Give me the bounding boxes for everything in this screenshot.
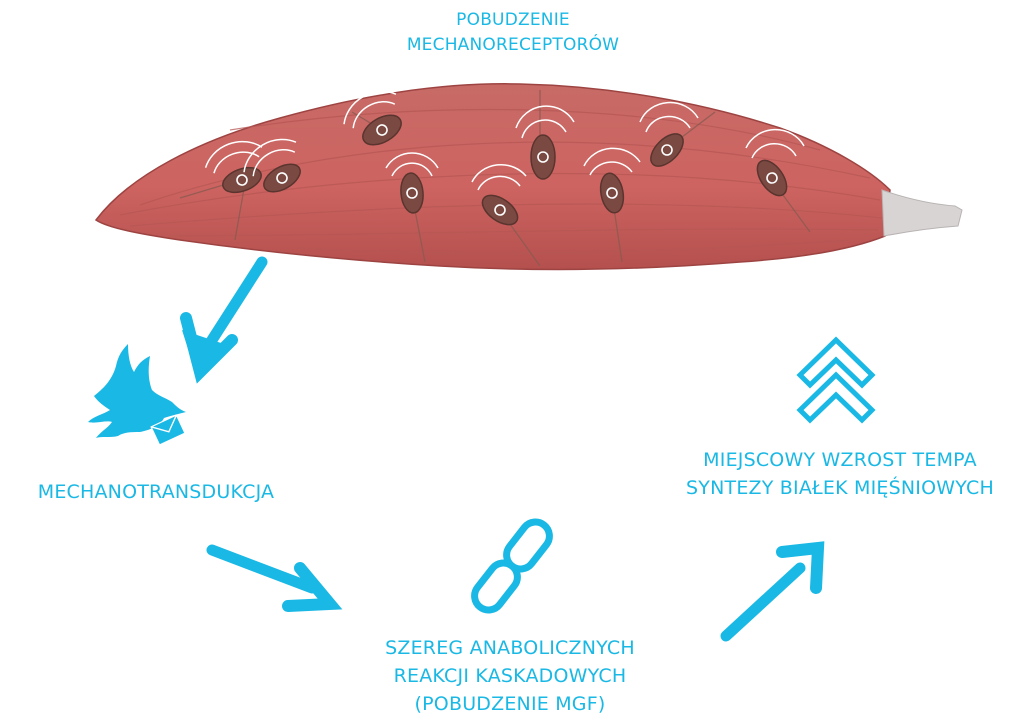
label-mechanotransduction: MECHANOTRANSDUKCJA [0,478,312,506]
arrow-mechanotransduction-to-cascade [212,550,330,606]
double-chevron-up-icon [800,340,872,420]
label-line: REAKCJI KASKADOWYCH [343,662,677,690]
dove-with-letter-icon [88,344,186,445]
label-line: SZEREG ANABOLICZNYCH [343,634,677,662]
label-line: MIEJSCOWY WZROST TEMPA [660,446,1020,474]
label-line: MECHANORECEPTORÓW [363,33,663,58]
chain-link-icon [469,516,555,615]
label-protein-synthesis: MIEJSCOWY WZROST TEMPA SYNTEZY BIAŁEK MI… [660,446,1020,502]
muscle [96,82,962,270]
label-anabolic-cascade: SZEREG ANABOLICZNYCH REAKCJI KASKADOWYCH… [343,634,677,718]
label-line: MECHANOTRANSDUKCJA [0,478,312,506]
arrow-muscle-to-mechanotransduction [182,262,262,374]
label-mechanoreceptor-stimulation: POBUDZENIE MECHANORECEPTORÓW [363,8,663,58]
label-line: SYNTEZY BIAŁEK MIĘŚNIOWYCH [660,474,1020,502]
label-line: (POBUDZENIE MGF) [343,690,677,718]
label-line: POBUDZENIE [363,8,663,33]
arrow-cascade-to-synthesis [726,548,818,636]
tendon [882,190,962,236]
